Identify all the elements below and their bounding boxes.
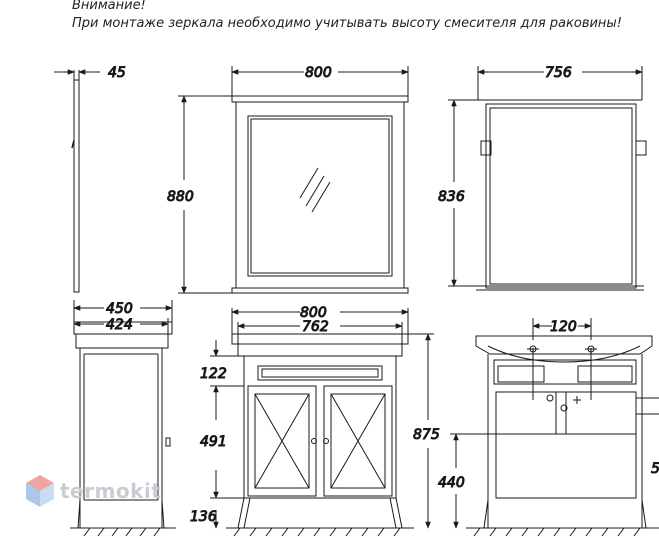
termokit-logo-icon [26, 475, 54, 507]
dim-cabinet-width: 800 [300, 305, 327, 321]
dim-top-drawer-height: 122 [200, 366, 227, 382]
mirror-side-view [54, 69, 100, 293]
dim-mirror-height: 880 [167, 189, 194, 205]
cabinet-back-view [450, 318, 659, 529]
dim-mirror-width: 800 [305, 65, 332, 81]
mirror-back-view [448, 66, 647, 291]
termokit-logo-text: termokit [60, 479, 162, 503]
dim-cabinet-body-width: 762 [302, 319, 329, 335]
dim-mirror-back-width: 756 [545, 65, 572, 81]
cabinet-front-view [210, 308, 434, 529]
dim-mirror-depth: 45 [108, 65, 126, 81]
dim-partial-right: 5 [651, 461, 659, 477]
dim-drain-spacing: 120 [550, 319, 577, 335]
dim-legs-height: 136 [190, 509, 217, 525]
warning-heading: Внимание! [72, 0, 146, 13]
dim-cabinet-body-depth: 424 [106, 317, 133, 333]
mirror-front-view [178, 66, 409, 294]
warning-text: При монтаже зеркала необходимо учитывать… [72, 16, 622, 31]
dim-total-height: 875 [413, 427, 440, 443]
dim-doors-height: 491 [200, 434, 227, 450]
cabinet-side-view [73, 300, 173, 529]
termokit-watermark: termokit [24, 473, 174, 513]
dim-cabinet-depth: 450 [106, 301, 133, 317]
dim-mirror-back-height: 836 [438, 189, 465, 205]
dim-sink-drain-height: 440 [438, 475, 465, 491]
floor-hatching [70, 527, 659, 537]
